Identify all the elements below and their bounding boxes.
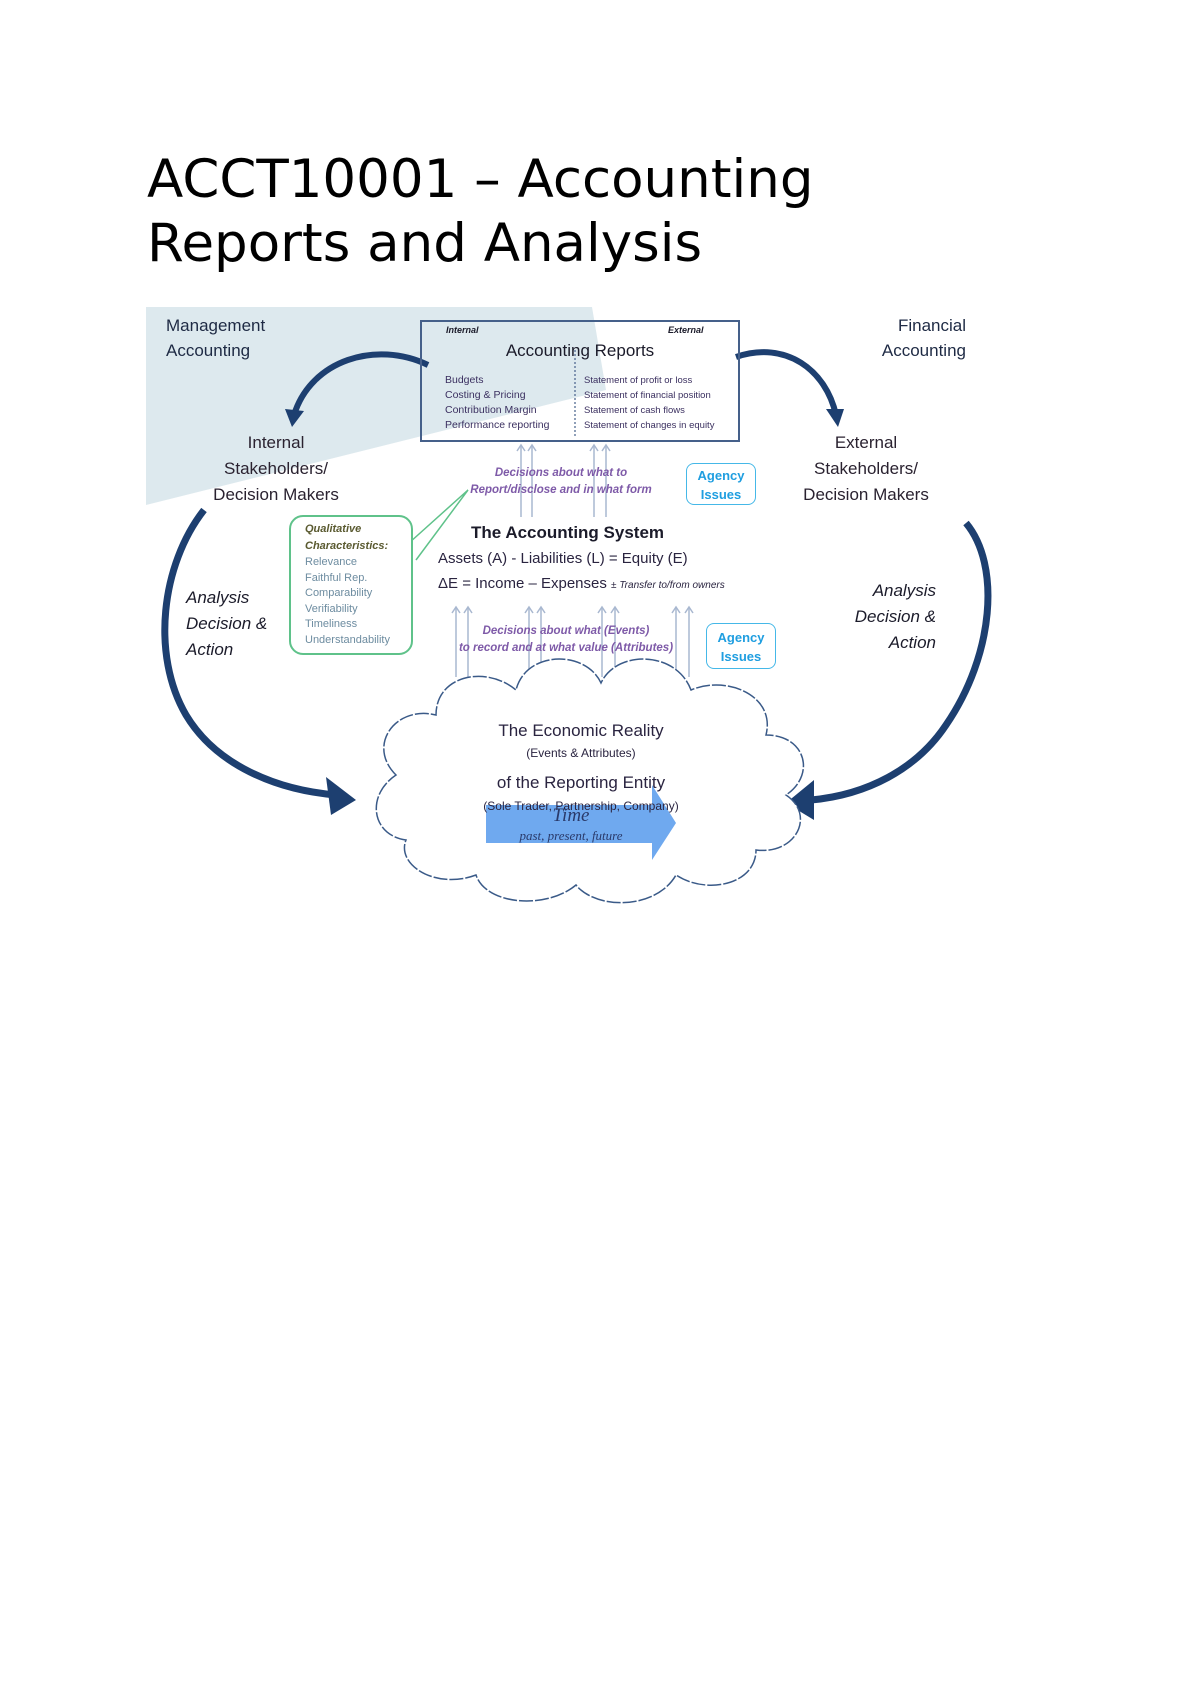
external-report-item: Statement of cash flows	[584, 405, 685, 416]
external-report-item: Statement of changes in equity	[584, 420, 715, 431]
label-line: Financial	[897, 316, 966, 335]
time-label: Time	[552, 805, 590, 826]
external-report-item: Statement of profit or loss	[584, 375, 693, 386]
management-accounting-label: Management Accounting	[166, 313, 265, 363]
equity-change-note: ± Transfer to/from owners	[611, 580, 725, 591]
label-line: Accounting	[881, 341, 966, 360]
analysis-left-label: Analysis Decision & Action	[186, 585, 267, 663]
accounting-system-title: The Accounting System	[471, 523, 665, 542]
label-line: Decision Makers	[213, 485, 339, 504]
label-line: Decision &	[186, 614, 268, 633]
label-line: External	[834, 433, 898, 452]
label-line: Issues	[700, 487, 742, 502]
equity-change-equation: ΔE = Income – Expenses ± Transfer to/fro…	[438, 575, 725, 592]
economic-reality-title: The Economic Reality	[498, 721, 664, 740]
arrowhead-icon	[285, 409, 304, 427]
qualitative-item: Verifiability	[305, 602, 358, 615]
qualitative-heading: Characteristics:	[305, 540, 389, 552]
analysis-right-label: Analysis Decision & Action	[806, 578, 936, 656]
time-arrow-icon	[486, 785, 676, 860]
decision-record-text: Decisions about what (Events) to record …	[441, 623, 691, 657]
economic-reality-cloud	[375, 658, 805, 904]
internal-report-item: Costing & Pricing	[445, 389, 526, 401]
arrowhead-icon	[786, 780, 814, 820]
qualitative-item: Faithful Rep.	[305, 571, 368, 584]
arrow-analysis-left	[161, 507, 337, 799]
qualitative-characteristics-box: Qualitative Characteristics: Relevance F…	[289, 515, 413, 655]
label-line: Analysis	[872, 581, 936, 600]
accounting-reports-title: Accounting Reports	[505, 341, 655, 360]
arrowhead-icon	[326, 777, 356, 815]
label-line: to record and at what value (Attributes)	[458, 642, 674, 654]
accounting-cycle-diagram: Management Accounting Financial Accounti…	[146, 305, 1016, 935]
internal-report-item: Contribution Margin	[445, 404, 537, 416]
qualitative-heading: Qualitative	[305, 523, 362, 535]
agency-issues-callout-bottom: Agency Issues	[706, 623, 776, 669]
label-line: Decision Makers	[803, 485, 929, 504]
qualitative-item: Timeliness	[305, 618, 358, 630]
label-line: Analysis	[186, 588, 250, 607]
reporting-entity-title: of the Reporting Entity	[496, 773, 666, 792]
arrow-to-external	[735, 349, 839, 416]
label-line: Stakeholders/	[224, 459, 328, 478]
management-band	[146, 307, 606, 505]
external-report-item: Statement of financial position	[584, 390, 711, 401]
label-line: Accounting	[166, 341, 251, 360]
label-line: Agency	[717, 630, 765, 645]
title-line-2: Reports and Analysis	[147, 213, 703, 274]
up-arrows-top	[516, 443, 611, 517]
arrow-analysis-right	[810, 520, 992, 804]
label-line: Agency	[697, 468, 745, 483]
label-line: Management	[166, 316, 266, 335]
reporting-entity-types: (Sole Trader, Partnership, Company)	[483, 799, 679, 813]
label-line: Action	[888, 633, 936, 652]
qualitative-item: Understandability	[305, 633, 390, 646]
time-sublabel: past, present, future	[519, 828, 623, 843]
decision-report-text: Decisions about what to Report/disclose …	[456, 465, 666, 499]
title-line-1: ACCT10001 – Accounting	[147, 149, 814, 210]
label-line: Report/disclose and in what form	[470, 484, 652, 496]
external-tag: External	[668, 325, 704, 335]
internal-stakeholders-label: Internal Stakeholders/ Decision Makers	[196, 430, 356, 508]
internal-tag: Internal	[446, 325, 479, 335]
arrowhead-icon	[826, 409, 844, 427]
qualitative-item: Comparability	[305, 587, 373, 599]
diagram-graphics	[146, 307, 992, 904]
label-line: Issues	[720, 649, 762, 664]
agency-issues-callout-top: Agency Issues	[686, 463, 756, 505]
accounting-equation: Assets (A) - Liabilities (L) = Equity (E…	[438, 550, 688, 567]
internal-report-item: Budgets	[445, 374, 484, 386]
label-line: Decisions about what to	[494, 467, 628, 479]
internal-report-item: Performance reporting	[445, 419, 550, 431]
arrow-to-internal	[291, 351, 430, 416]
label-line: Decisions about what (Events)	[482, 625, 650, 637]
page-title: ACCT10001 – Accounting Reports and Analy…	[147, 148, 813, 276]
external-stakeholders-label: External Stakeholders/ Decision Makers	[786, 430, 946, 508]
internal-report-list: Budgets Costing & Pricing Contribution M…	[445, 373, 549, 433]
accounting-reports-box	[420, 320, 740, 442]
label-line: Stakeholders/	[814, 459, 918, 478]
equity-change-main: ΔE = Income – Expenses	[438, 575, 607, 592]
label-line: Internal	[247, 433, 305, 452]
label-line: Decision &	[854, 607, 936, 626]
economic-reality-subtitle: (Events & Attributes)	[526, 746, 636, 760]
label-line: Action	[186, 640, 234, 659]
qualitative-pointer	[408, 489, 469, 561]
qualitative-item: Relevance	[305, 556, 357, 568]
external-report-list: Statement of profit or loss Statement of…	[584, 373, 714, 433]
financial-accounting-label: Financial Accounting	[846, 313, 966, 363]
